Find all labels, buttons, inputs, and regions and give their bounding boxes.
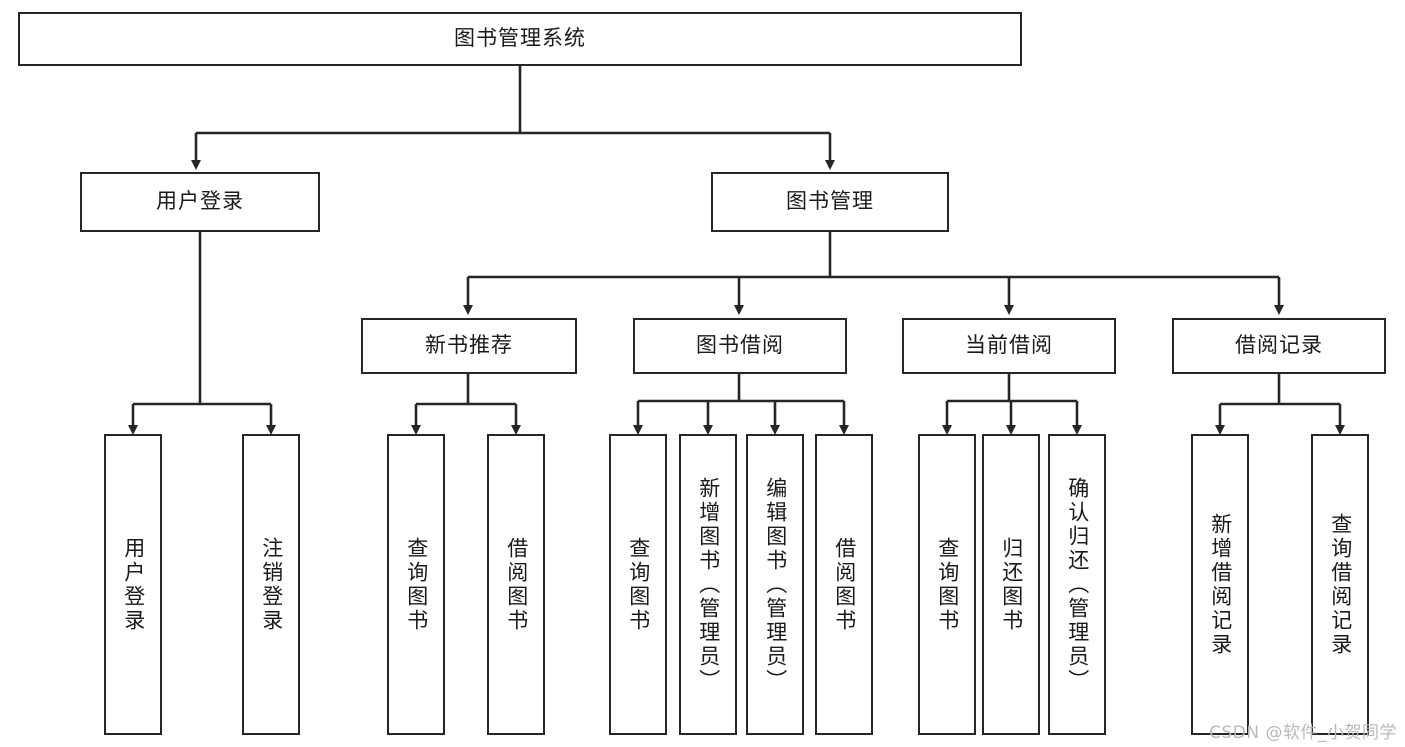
node-leaf-user-login-login[interactable]: 用户登录: [104, 434, 162, 735]
node-book-borrow-label: 图书借阅: [696, 333, 784, 358]
node-root-system[interactable]: 图书管理系统: [18, 12, 1022, 66]
node-leaf-bookborrow-add-book[interactable]: 新增图书（管理员）: [679, 434, 737, 735]
node-leaf-label: 查询图书: [935, 536, 960, 633]
node-leaf-bookborrow-edit-book[interactable]: 编辑图书（管理员）: [746, 434, 804, 735]
node-leaf-label: 新增借阅记录: [1208, 512, 1233, 657]
node-leaf-label: 用户登录: [121, 536, 146, 633]
node-user-login-label: 用户登录: [156, 189, 244, 214]
node-leaf-borrowrecord-add-record[interactable]: 新增借阅记录: [1191, 434, 1249, 735]
node-leaf-label: 归还图书: [999, 536, 1024, 633]
node-user-login[interactable]: 用户登录: [80, 172, 320, 232]
node-leaf-label: 编辑图书（管理员）: [763, 476, 788, 693]
node-leaf-bookborrow-query-book[interactable]: 查询图书: [609, 434, 667, 735]
node-root-system-label: 图书管理系统: [454, 26, 586, 51]
node-current-borrow-label: 当前借阅: [965, 333, 1053, 358]
node-leaf-label: 注销登录: [259, 536, 284, 633]
node-book-borrow[interactable]: 图书借阅: [633, 318, 847, 374]
node-leaf-label: 新增图书（管理员）: [696, 476, 721, 693]
node-leaf-borrowrecord-query-record[interactable]: 查询借阅记录: [1311, 434, 1369, 735]
node-leaf-user-login-logout[interactable]: 注销登录: [242, 434, 300, 735]
node-leaf-bookborrow-borrow-book[interactable]: 借阅图书: [815, 434, 873, 735]
csdn-watermark: CSDN @软件_小贺同学: [1209, 723, 1397, 743]
node-leaf-label: 查询图书: [626, 536, 651, 633]
node-new-book-recommend[interactable]: 新书推荐: [361, 318, 577, 374]
node-book-manage[interactable]: 图书管理: [711, 172, 949, 232]
node-leaf-currentborrow-query-book[interactable]: 查询图书: [918, 434, 976, 735]
node-leaf-currentborrow-return-book[interactable]: 归还图书: [982, 434, 1040, 735]
node-leaf-label: 查询借阅记录: [1328, 512, 1353, 657]
node-current-borrow[interactable]: 当前借阅: [902, 318, 1116, 374]
node-leaf-currentborrow-confirm-return[interactable]: 确认归还（管理员）: [1048, 434, 1106, 735]
node-leaf-label: 借阅图书: [504, 536, 529, 633]
node-borrow-record[interactable]: 借阅记录: [1172, 318, 1386, 374]
node-new-book-recommend-label: 新书推荐: [425, 333, 513, 358]
node-leaf-newbook-borrow-book[interactable]: 借阅图书: [487, 434, 545, 735]
node-leaf-label: 确认归还（管理员）: [1065, 476, 1090, 693]
node-leaf-label: 查询图书: [404, 536, 429, 633]
node-borrow-record-label: 借阅记录: [1235, 333, 1323, 358]
node-leaf-label: 借阅图书: [832, 536, 857, 633]
node-book-manage-label: 图书管理: [786, 189, 874, 214]
node-leaf-newbook-query-book[interactable]: 查询图书: [387, 434, 445, 735]
